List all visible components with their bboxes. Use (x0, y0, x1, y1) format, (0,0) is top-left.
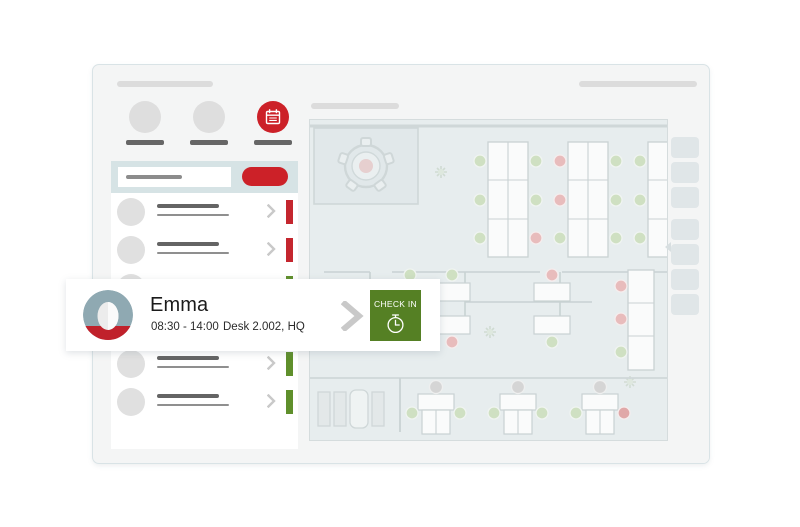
chevron-right-icon (267, 204, 276, 218)
desk-location: Desk 2.002, HQ (223, 321, 305, 333)
avatar (117, 198, 145, 226)
calendar-glyph (265, 109, 281, 125)
list-item[interactable] (111, 231, 298, 269)
tool-rail-block[interactable] (671, 269, 699, 290)
list-item-subtitle-placeholder (157, 366, 229, 368)
list-item-title-placeholder (157, 356, 219, 360)
list-item-title-placeholder (157, 242, 219, 246)
tool-rail-block[interactable] (671, 219, 699, 240)
tool-rail-block[interactable] (671, 162, 699, 183)
window-title-placeholder-right (579, 81, 697, 87)
floorplan-svg (310, 124, 667, 435)
tool-rail-block[interactable] (671, 244, 699, 265)
list-item-subtitle-placeholder (157, 404, 229, 406)
chevron-right-icon (267, 242, 276, 256)
chevron-right-icon[interactable] (341, 301, 365, 331)
floorplan-tool-rail (665, 119, 709, 439)
tool-rail-block[interactable] (671, 137, 699, 158)
nav-label-placeholder (190, 140, 228, 145)
search-action-button[interactable] (242, 167, 288, 186)
search-input[interactable] (118, 167, 231, 187)
status-badge (286, 352, 293, 376)
chevron-right-icon (267, 394, 276, 408)
list-item-subtitle-placeholder (157, 214, 229, 216)
chevron-right-icon (267, 356, 276, 370)
user-avatar-icon (83, 290, 133, 340)
person-name: Emma (150, 294, 209, 316)
search-bar (111, 161, 298, 193)
window-title-placeholder-left (117, 81, 213, 87)
sidebar-item-2[interactable] (185, 101, 233, 145)
nav-label-placeholder (254, 140, 292, 145)
rail-pointer-icon (665, 242, 671, 252)
status-badge (286, 390, 293, 414)
sidebar-item-1[interactable] (121, 101, 169, 145)
booking-detail-card[interactable]: Emma 08:30 - 14:00 Desk 2.002, HQ CHECK … (66, 279, 440, 351)
avatar (117, 388, 145, 416)
avatar (117, 236, 145, 264)
check-in-label: CHECK IN (373, 299, 417, 309)
floorplan-title-placeholder (311, 103, 399, 109)
list-item-title-placeholder (157, 394, 219, 398)
check-in-button[interactable]: CHECK IN (370, 290, 421, 341)
tool-rail-block[interactable] (671, 187, 699, 208)
search-placeholder-text (126, 175, 182, 179)
app-window (92, 64, 710, 464)
tool-rail-block[interactable] (671, 294, 699, 315)
status-badge (286, 200, 293, 224)
booking-time: 08:30 - 14:00 (151, 321, 219, 333)
list-item[interactable] (111, 345, 298, 383)
sidebar-nav-row (93, 101, 298, 157)
calendar-icon (257, 101, 289, 133)
stopwatch-icon (387, 314, 404, 334)
list-item[interactable] (111, 193, 298, 231)
circle-placeholder-icon (129, 101, 161, 133)
circle-placeholder-icon (193, 101, 225, 133)
list-item-subtitle-placeholder (157, 252, 229, 254)
sidebar-item-calendar[interactable] (249, 101, 297, 145)
list-item-title-placeholder (157, 204, 219, 208)
nav-label-placeholder (126, 140, 164, 145)
list-item[interactable] (111, 383, 298, 421)
status-badge (286, 238, 293, 262)
avatar (117, 350, 145, 378)
